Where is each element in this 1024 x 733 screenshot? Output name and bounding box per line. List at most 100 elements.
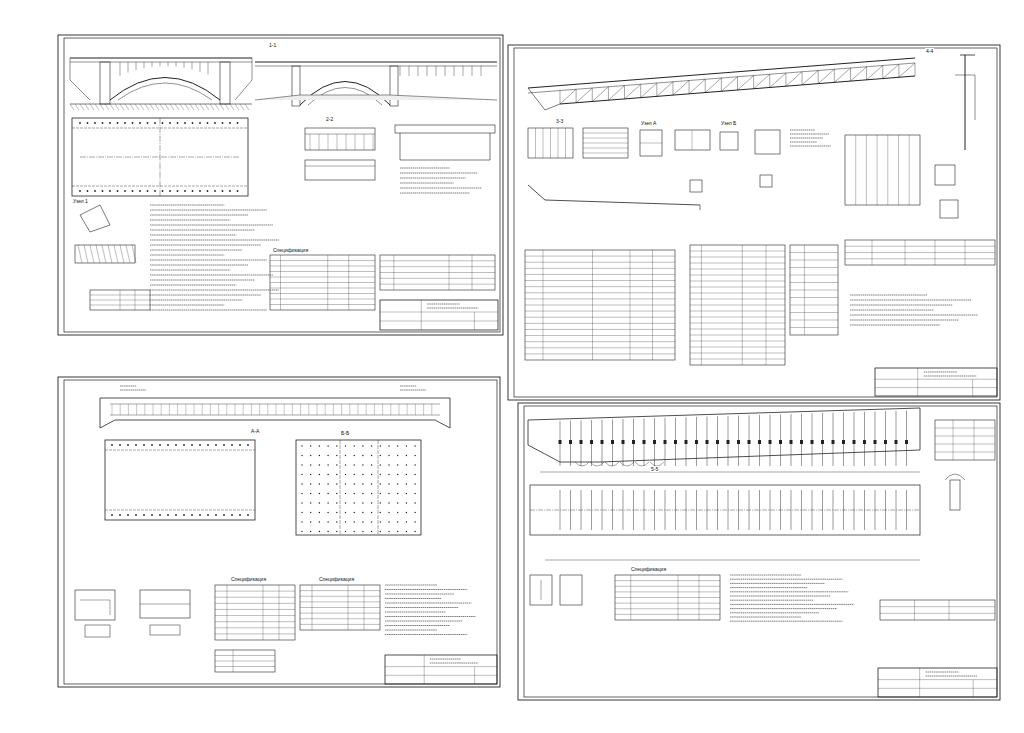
line-work bbox=[153, 404, 154, 415]
line-work bbox=[430, 663, 478, 664]
line-work bbox=[340, 440, 341, 535]
rebar-dot bbox=[336, 502, 337, 503]
line-work bbox=[418, 66, 419, 76]
rebar-dot bbox=[151, 514, 153, 516]
rebar-dot bbox=[310, 531, 311, 532]
line-work bbox=[385, 607, 459, 608]
line-work bbox=[785, 73, 786, 86]
line-work bbox=[155, 104, 159, 110]
line-work bbox=[864, 490, 865, 530]
line-work bbox=[707, 417, 708, 466]
line-work bbox=[385, 634, 467, 635]
rebar-dot bbox=[215, 444, 217, 446]
rebar-mark bbox=[779, 440, 782, 444]
line-work bbox=[690, 323, 785, 324]
line-work bbox=[850, 300, 971, 301]
line-work bbox=[90, 104, 94, 110]
rebar-dot bbox=[177, 122, 179, 124]
line-work bbox=[560, 76, 915, 104]
rebar-dot bbox=[143, 514, 145, 516]
line-work bbox=[70, 104, 74, 110]
line-work bbox=[190, 104, 194, 110]
line-work bbox=[591, 420, 592, 466]
drawing-label: Спецификация bbox=[630, 566, 667, 572]
line-work bbox=[393, 255, 394, 290]
line-work bbox=[400, 66, 401, 76]
line-work bbox=[366, 404, 367, 415]
line-work bbox=[850, 67, 866, 81]
line-work bbox=[192, 62, 193, 69]
line-work bbox=[70, 58, 90, 100]
line-work bbox=[583, 148, 628, 149]
line-work bbox=[657, 82, 673, 97]
rebar-mark bbox=[580, 440, 583, 444]
line-work bbox=[834, 68, 850, 82]
line-work bbox=[108, 245, 112, 263]
rebar-dot bbox=[162, 190, 164, 192]
drawing-label: 1-1 bbox=[268, 42, 277, 48]
rebar-mark bbox=[559, 440, 562, 444]
line-work bbox=[400, 168, 450, 169]
line-work bbox=[305, 166, 375, 167]
line-work bbox=[730, 604, 854, 605]
line-work bbox=[270, 271, 375, 272]
rebar-dot bbox=[231, 444, 233, 446]
line-work bbox=[690, 329, 785, 330]
line-work bbox=[160, 118, 161, 196]
line-work bbox=[790, 134, 829, 135]
rebar-mark bbox=[874, 440, 877, 444]
rebar-dot bbox=[184, 122, 186, 124]
line-work bbox=[558, 128, 559, 158]
line-work bbox=[730, 587, 807, 588]
rebar-dot bbox=[414, 445, 415, 446]
drawing-label: Б-Б bbox=[340, 430, 350, 436]
rebar-dot bbox=[362, 531, 363, 532]
line-work bbox=[120, 290, 121, 310]
line-work bbox=[64, 380, 497, 684]
line-work bbox=[319, 134, 320, 150]
rebar-dot bbox=[102, 122, 104, 124]
rebar-dot bbox=[414, 474, 415, 475]
line-work bbox=[80, 205, 110, 232]
line-work bbox=[235, 404, 236, 415]
rebar-dot bbox=[87, 122, 89, 124]
line-work bbox=[325, 404, 326, 415]
line-work bbox=[850, 310, 933, 311]
rebar-dot bbox=[184, 190, 186, 192]
rebar-dot bbox=[139, 122, 141, 124]
line-work bbox=[576, 89, 577, 102]
rebar-mark bbox=[727, 440, 730, 444]
rebar-dot bbox=[397, 502, 398, 503]
line-work bbox=[738, 416, 739, 466]
rebar-mark bbox=[758, 440, 761, 444]
line-work bbox=[850, 295, 927, 296]
line-work bbox=[812, 413, 813, 466]
line-work bbox=[535, 128, 536, 158]
line-work bbox=[225, 104, 229, 110]
line-work bbox=[528, 185, 700, 205]
rebar-dot bbox=[388, 531, 389, 532]
rebar-dot bbox=[380, 445, 381, 446]
rebar-dot bbox=[388, 483, 389, 484]
line-work bbox=[255, 66, 497, 67]
line-work bbox=[854, 412, 855, 466]
line-work bbox=[75, 590, 115, 620]
line-work bbox=[818, 71, 819, 84]
rebar-dot bbox=[207, 514, 209, 516]
line-work bbox=[270, 293, 375, 294]
line-work bbox=[150, 225, 273, 226]
line-work bbox=[58, 377, 500, 687]
line-work bbox=[218, 404, 219, 415]
line-work bbox=[385, 666, 497, 667]
line-work bbox=[136, 404, 137, 415]
line-work bbox=[100, 398, 450, 428]
drawing-label: Спецификация bbox=[318, 576, 355, 582]
line-work bbox=[675, 417, 676, 466]
rebar-dot bbox=[124, 190, 126, 192]
rebar-dot bbox=[327, 474, 328, 475]
line-work bbox=[896, 490, 897, 530]
line-work bbox=[790, 252, 838, 253]
line-work bbox=[560, 91, 561, 104]
line-work bbox=[235, 104, 239, 110]
line-work bbox=[973, 680, 974, 697]
